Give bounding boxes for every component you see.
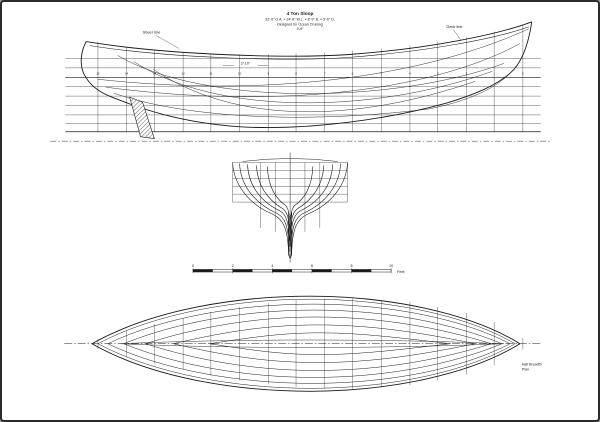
keel-profile-path: [80, 21, 533, 129]
deck-label-leader: [453, 29, 461, 40]
sheer-label-leader: [156, 35, 180, 49]
scale-bar-unit: Feet: [397, 270, 405, 274]
title-line-2: 32'-0" O.A. × 24'-6" W.L. × 8'-9" B. × 5…: [265, 17, 334, 21]
svg-text:3: 3: [437, 71, 439, 75]
profile-diagonal-lines: [97, 28, 529, 97]
profile-view: [50, 21, 550, 142]
profile-buttock-lines: [117, 55, 505, 113]
body-plan-sections-right: [289, 162, 348, 256]
deck-line-label: Deck line: [446, 24, 463, 29]
scale-bar-ticks: [192, 268, 392, 274]
plan-notes: Half Breadth Plan: [522, 363, 542, 372]
svg-text:2: 2: [466, 71, 468, 75]
body-plan: [232, 152, 348, 263]
plan-keel-outline: [119, 339, 505, 348]
title-block: 4 Ton Sloop 32'-0" O.A. × 24'-6" W.L. × …: [265, 11, 334, 31]
svg-text:12: 12: [181, 71, 185, 75]
scale-bar: [192, 268, 392, 274]
svg-text:8: 8: [350, 264, 352, 268]
svg-text:15: 15: [96, 71, 100, 75]
sheer-line-label: Sheer line: [143, 30, 162, 35]
svg-text:11: 11: [209, 71, 212, 75]
rudder: [129, 96, 155, 140]
rabbet-line-path: [113, 75, 509, 118]
title-line-4: 3'-6": [296, 27, 304, 31]
scale-bar-filled-segments: [193, 269, 372, 273]
svg-text:10: 10: [389, 264, 393, 268]
svg-text:4: 4: [409, 71, 411, 75]
svg-text:2: 2: [232, 264, 234, 268]
svg-text:0: 0: [522, 71, 524, 75]
svg-text:6: 6: [352, 71, 354, 75]
half-breadth-plan: [64, 295, 541, 392]
svg-text:10: 10: [238, 71, 242, 75]
station-numbers: 15 14 13 12 11 10 9 8 7 6 5 4 3 2 1 0: [96, 71, 524, 75]
svg-text:7: 7: [324, 71, 326, 75]
deck-line-path: [89, 26, 529, 60]
svg-text:8: 8: [295, 71, 297, 75]
plan-waterline-curves: [97, 298, 516, 389]
plan-note-2: Plan: [522, 367, 529, 371]
deck-camber-curve: [242, 158, 338, 162]
svg-text:6: 6: [311, 264, 313, 268]
svg-text:1: 1: [493, 71, 495, 75]
plan-deck-outline: [91, 295, 521, 392]
title-line-3: Designed for Ocean Cruising: [277, 22, 323, 26]
svg-text:0: 0: [192, 264, 194, 268]
keel-fin-outline: [287, 211, 293, 259]
dimension-label: 2'-10": [241, 61, 251, 65]
scale-bar-labels: 0 2 4 6 8 10 Feet: [192, 264, 406, 274]
svg-text:4: 4: [271, 264, 273, 268]
title-line-1: 4 Ton Sloop: [287, 11, 314, 17]
sheer-line-path: [85, 21, 532, 57]
svg-text:13: 13: [153, 71, 157, 75]
svg-text:9: 9: [267, 71, 269, 75]
plan-station-lines: [97, 298, 524, 389]
plan-note-1: Half Breadth: [522, 363, 542, 367]
svg-text:5: 5: [380, 71, 382, 75]
svg-text:14: 14: [125, 71, 129, 75]
body-plan-sections-left: [232, 162, 291, 256]
